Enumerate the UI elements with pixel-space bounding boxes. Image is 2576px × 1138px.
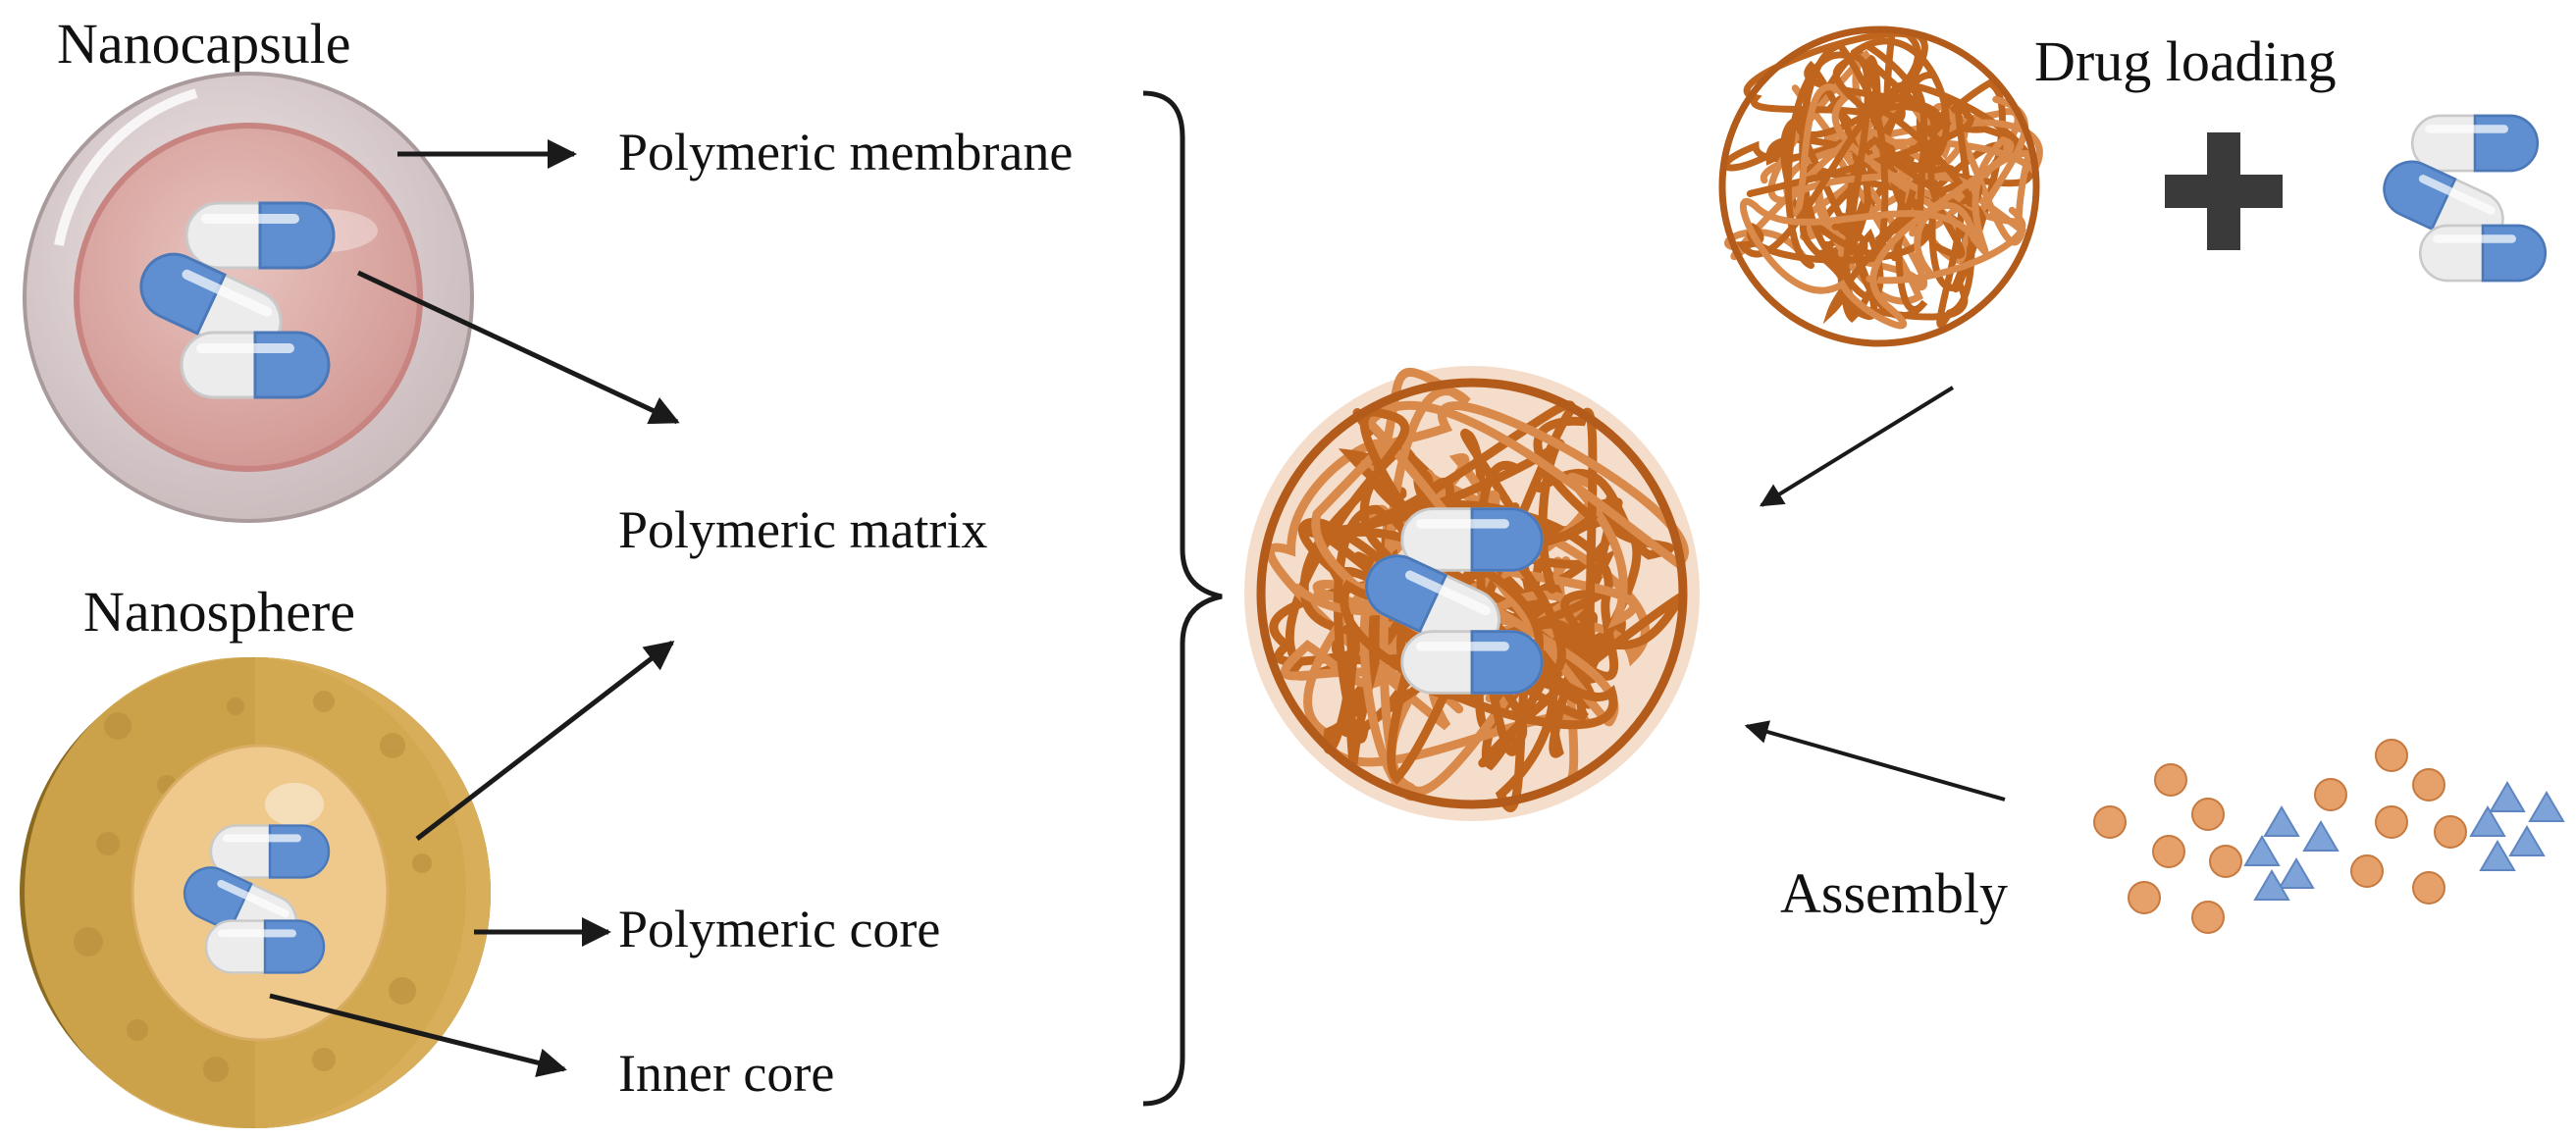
- polymer-strand: [1740, 135, 2015, 330]
- monomer-bead: [2191, 798, 2225, 831]
- nanosphere-illustration: [20, 657, 491, 1128]
- label-inner-core: Inner core: [618, 1044, 834, 1103]
- label-polymeric-membrane: Polymeric membrane: [618, 123, 1073, 181]
- nanocapsule-title: Nanocapsule: [57, 12, 351, 76]
- monomer-bead: [2314, 778, 2347, 811]
- monomer-bead: [2154, 763, 2187, 797]
- polymer-strand: [1340, 407, 1618, 730]
- monomer-triangle: [2302, 820, 2339, 852]
- monomer-bead: [2434, 815, 2467, 849]
- drug-capsule-icon: [1400, 507, 1544, 572]
- monomer-bead: [2350, 854, 2384, 888]
- process-arrows: [1744, 386, 2006, 802]
- drug-capsule-icon: [209, 824, 331, 879]
- monomer-bead: [2412, 871, 2445, 905]
- label-polymeric-matrix: Polymeric matrix: [618, 500, 987, 559]
- monomer-triangle: [2253, 869, 2290, 901]
- monomer-particles: [2093, 739, 2565, 934]
- drug-capsule-icon: [2418, 224, 2548, 283]
- monomer-bead: [2209, 845, 2242, 878]
- drug-loading-title: Drug loading: [2034, 29, 2337, 93]
- drug-capsule-icon: [204, 919, 326, 974]
- monomer-triangle: [2243, 835, 2281, 866]
- polymer-strand: [1297, 400, 1576, 785]
- monomer-bead: [2152, 835, 2185, 868]
- monomer-triangle: [2528, 791, 2565, 822]
- monomer-triangle: [2469, 805, 2506, 837]
- empty-polymer-coil: [1718, 26, 2043, 347]
- drug-capsule-icon: [184, 201, 336, 270]
- monomer-bead: [2191, 901, 2225, 934]
- monomer-bead: [2375, 739, 2408, 772]
- monomer-bead: [2128, 881, 2161, 914]
- monomer-bead: [2375, 805, 2408, 839]
- polymer-coil-icon: [1256, 367, 1689, 812]
- monomer-triangle: [2278, 857, 2315, 889]
- label-polymeric-core: Polymeric core: [618, 900, 940, 958]
- label-arrows: [269, 139, 680, 1078]
- polymer-coil-icon: [1718, 26, 2043, 347]
- monomer-triangle: [2479, 840, 2516, 871]
- nanocapsule-illustration: [23, 72, 474, 523]
- monomer-bead: [2412, 768, 2445, 802]
- polymer-strand: [1256, 378, 1688, 809]
- curly-brace: [1142, 90, 1223, 1107]
- plus-icon: [2165, 132, 2283, 250]
- nanosphere-title: Nanosphere: [83, 580, 355, 644]
- drug-loaded-nanoparticle: [1244, 366, 1700, 821]
- monomer-bead: [2093, 805, 2127, 839]
- assembly-title: Assembly: [1780, 861, 2008, 925]
- monomer-triangle: [2263, 805, 2300, 837]
- polymer-strand: [1266, 439, 1500, 731]
- polymer-strand: [1718, 26, 2040, 347]
- drug-capsule-icon: [180, 331, 331, 399]
- monomer-triangle: [2508, 825, 2546, 856]
- polymer-strand: [1785, 83, 2033, 284]
- drug-capsule-icon: [2410, 114, 2540, 173]
- drug-capsule-icon: [1400, 630, 1544, 695]
- monomer-triangle: [2489, 781, 2526, 812]
- free-drugs: [2374, 114, 2548, 283]
